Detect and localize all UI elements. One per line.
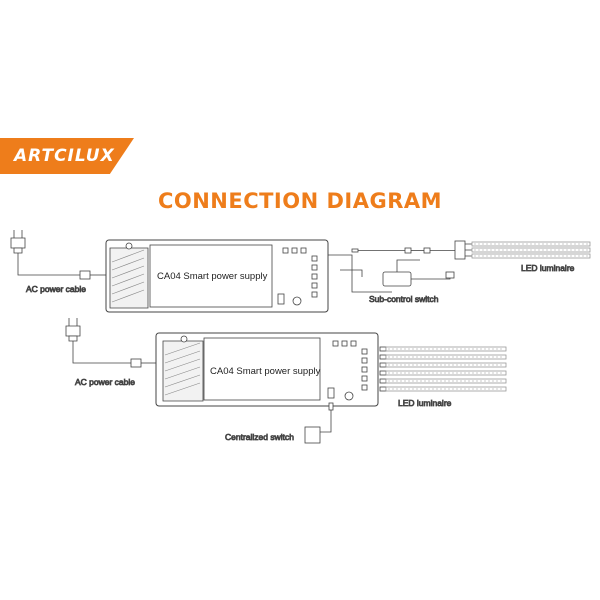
psu-label: CA04 Smart power supply: [157, 271, 268, 282]
led-strip: [379, 354, 507, 360]
led-strip: [379, 378, 507, 384]
led-strip: [471, 253, 591, 259]
led-strip: [379, 362, 507, 368]
ac-plug-icon: [65, 318, 131, 364]
brand-logo: ARTCILUX: [14, 146, 115, 166]
ac-connector-icon: [79, 270, 106, 280]
splitter-icon: [454, 240, 472, 260]
diagram-1: AC power cable CA04 Smart power supply: [10, 230, 591, 313]
led-strip: [471, 247, 591, 253]
sub-control-switch-label: Sub-control switch: [369, 294, 439, 304]
power-supply-unit: CA04 Smart power supply: [105, 239, 329, 313]
ac-connector-icon: [130, 358, 156, 368]
power-supply-unit: CA04 Smart power supply: [155, 332, 379, 407]
page-title: CONNECTION DIAGRAM: [157, 189, 443, 213]
ac-power-cable-label: AC power cable: [75, 377, 135, 387]
led-strip: [471, 241, 591, 247]
inline-connector-icon: [351, 247, 455, 254]
led-strip: [379, 386, 507, 392]
led-strips: [471, 241, 591, 259]
brand-banner: [0, 138, 134, 174]
led-luminaire-label: LED luminaire: [521, 263, 575, 273]
led-strips: [379, 346, 507, 392]
led-luminaire-label: LED luminaire: [398, 398, 452, 408]
centralized-switch-label: Centralized switch: [225, 432, 294, 442]
ac-plug-icon: [10, 230, 80, 276]
ac-power-cable-label: AC power cable: [26, 284, 86, 294]
sub-control-switch-icon: [340, 259, 455, 287]
diagram-2: AC power cable CA04 Smart power supply: [65, 318, 507, 444]
centralized-switch-icon: [304, 402, 334, 444]
led-strip: [379, 370, 507, 376]
psu-label: CA04 Smart power supply: [210, 366, 321, 377]
led-strip: [379, 346, 507, 352]
